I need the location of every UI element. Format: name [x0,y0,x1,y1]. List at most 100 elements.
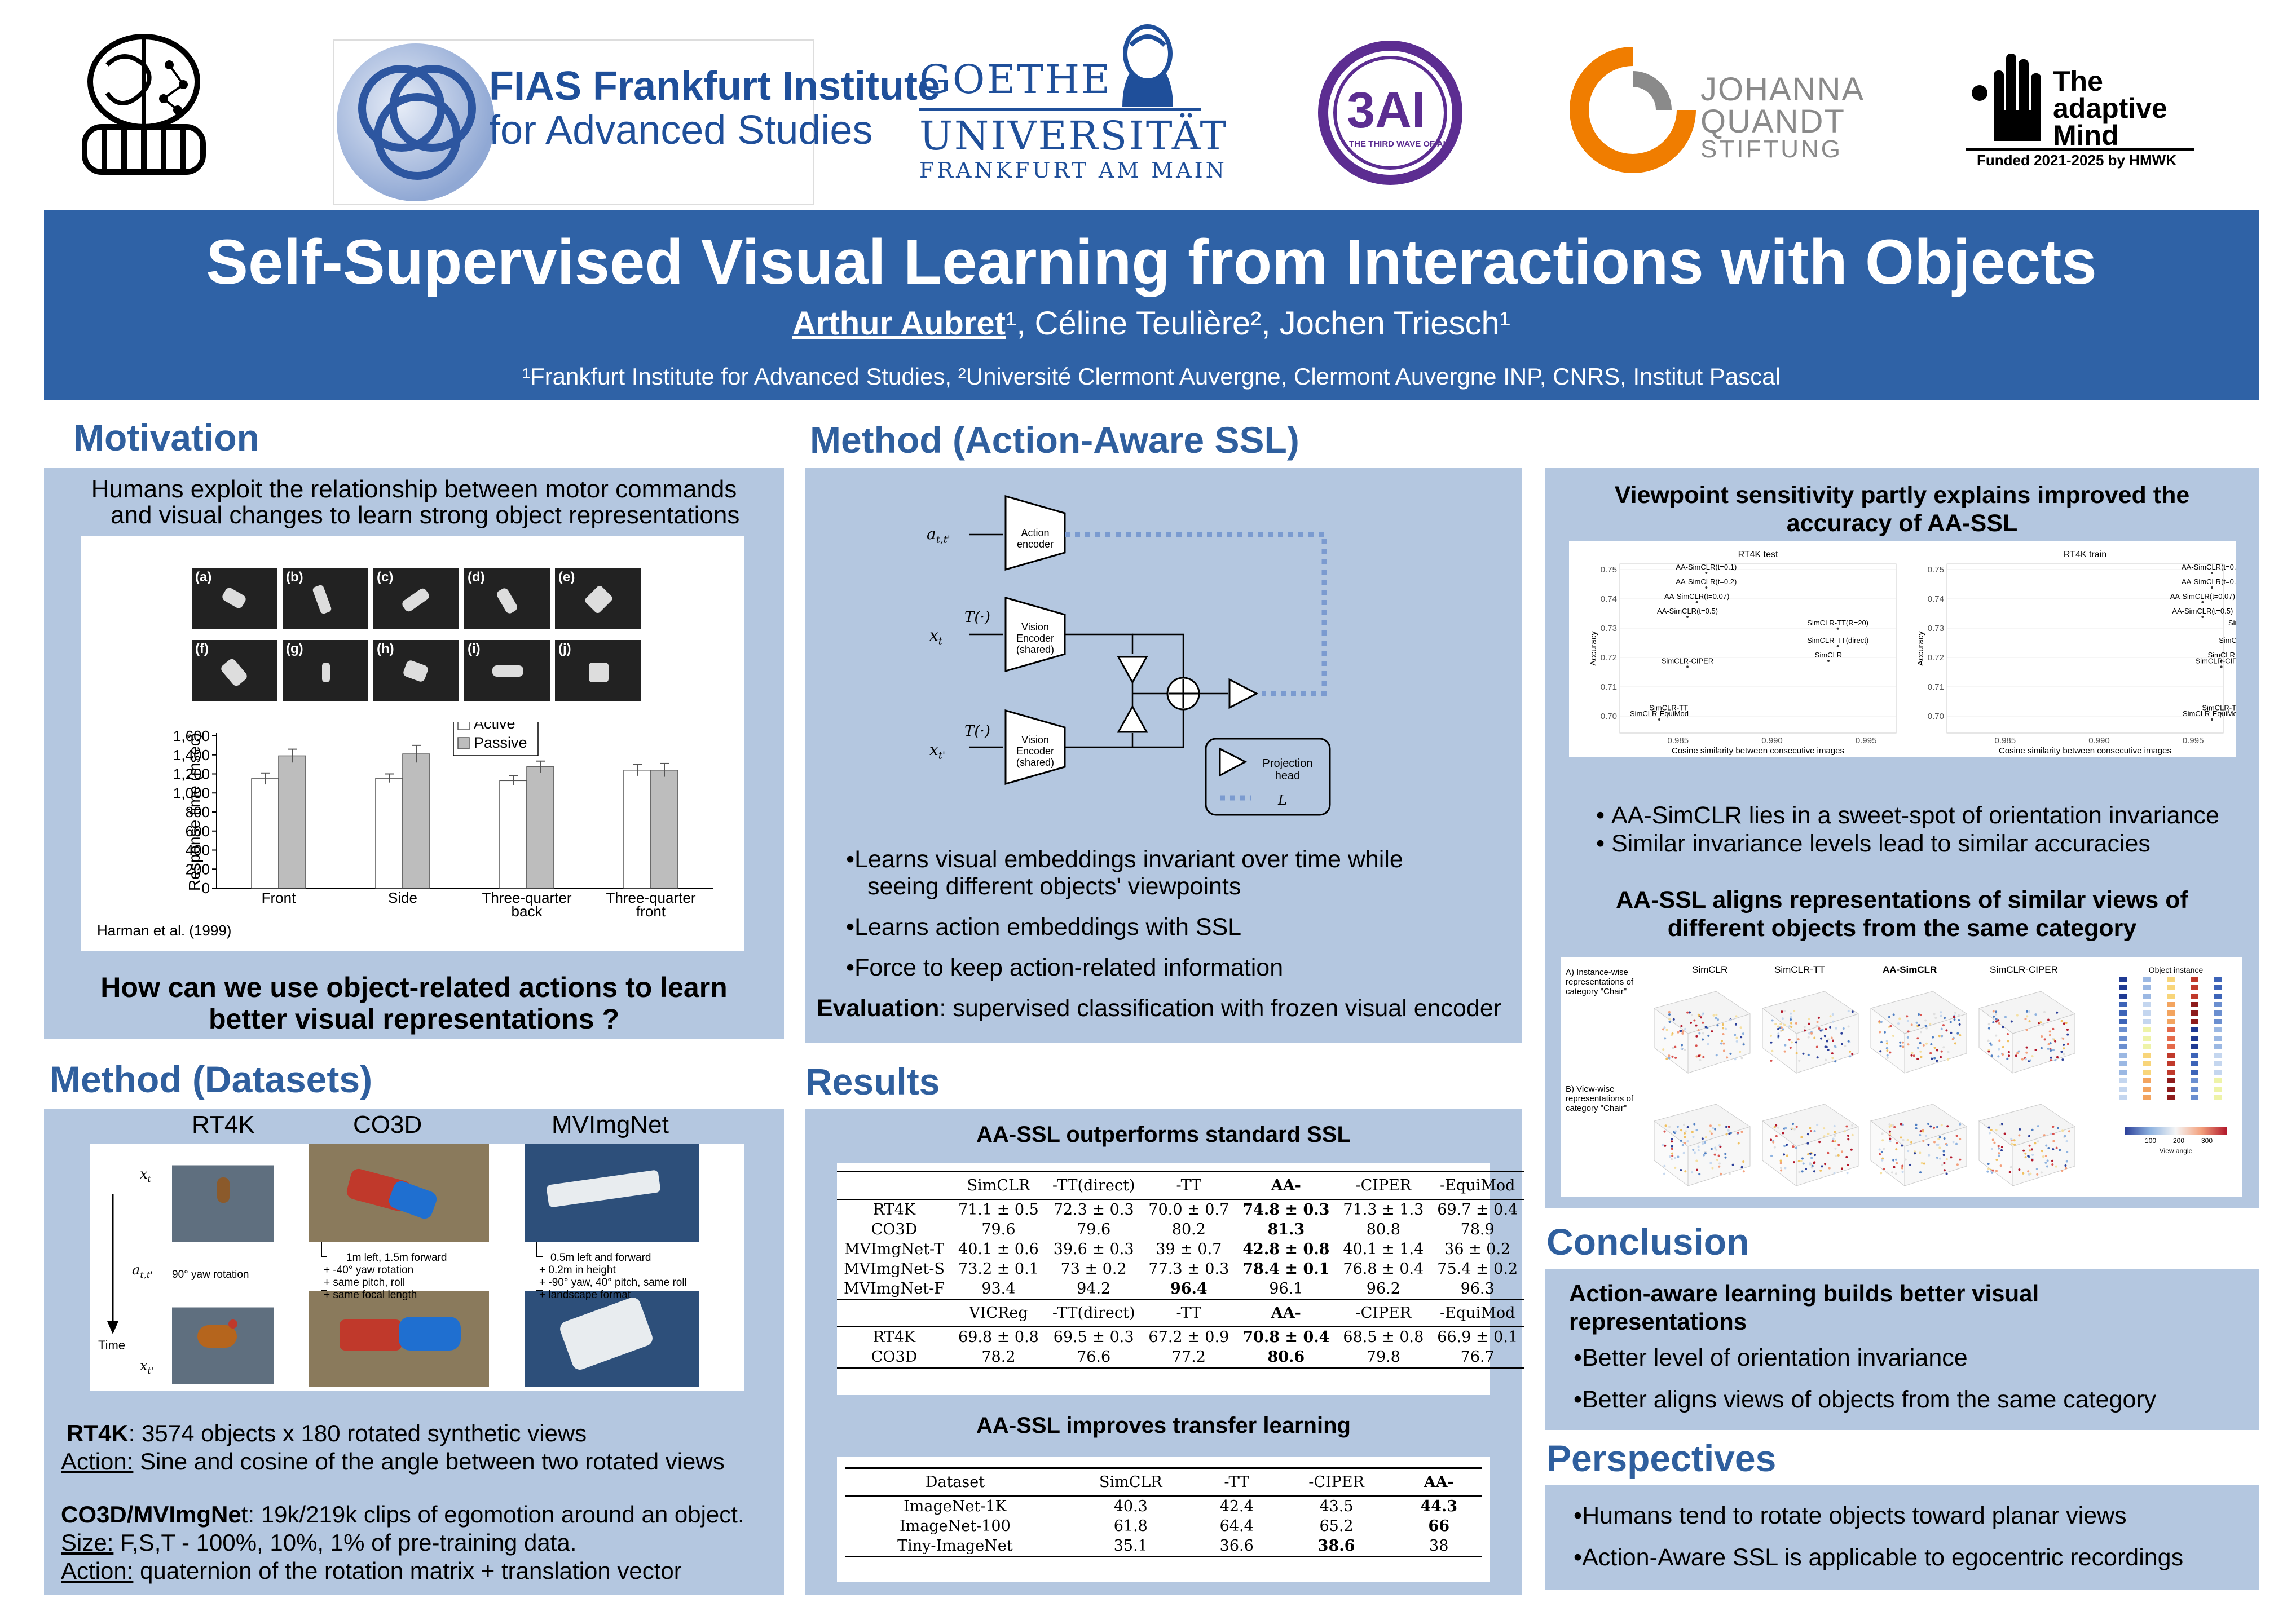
tsne-point [1697,1013,1700,1016]
tsne-point [1997,1145,2000,1148]
table-cell: VICReg [951,1299,1046,1327]
legend-swatch [2214,1027,2222,1032]
tsne-point [1781,1010,1783,1013]
legend-swatch [2191,1019,2198,1024]
perspectives-bullet-2: •Action-Aware SSL is applicable to egoce… [1574,1544,2184,1571]
logo-johanna-quandt: JOHANNA QUANDT STIFTUNG [1568,45,1878,175]
table-cell: 76.6 [1045,1347,1142,1369]
tsne-point [2008,1054,2011,1057]
tsne-point [1731,1163,1734,1166]
tsne-point [1783,1145,1786,1148]
tsne-point [1682,1151,1685,1154]
scatter-point [2211,572,2213,574]
tsne-point [1715,1017,1717,1020]
tsne-point [1807,1153,1810,1155]
tsne-point [1823,1035,1826,1038]
tsne-point [1924,1025,1927,1027]
results-subtitle-2: AA-SSL improves transfer learning [976,1413,1351,1438]
tsne-col-4: SimCLR-CIPER [1990,964,2058,975]
predictor-up-triangle [1117,704,1148,733]
tsne-point [1897,1022,1900,1025]
tsne-point [2000,1149,2003,1151]
tsne-point [1809,1127,1812,1129]
tsne-point [2049,1042,2052,1045]
tsne-point [1843,1130,1846,1133]
tsne-point [1995,1129,1998,1132]
tsne-point [1953,1018,1956,1021]
tsne-point [1823,1135,1826,1138]
tsne-point [1702,1142,1704,1145]
tsne-point [1987,1050,1990,1053]
tsne-point [1878,1021,1881,1024]
tsne-point [2051,1159,2054,1162]
table-cell: SimCLR [1065,1467,1196,1497]
a-label: at,t' [927,524,950,546]
tsne-point [1740,1166,1743,1168]
tsne-point [1808,1022,1810,1025]
tsne-point [2061,1058,2064,1061]
tsne-point [2016,1014,2019,1017]
co3d-desc-text: t: 19k/219k clips of egomotion around an… [241,1501,744,1528]
tsne-point [1940,1027,1943,1030]
tsne-point [1735,1040,1738,1043]
perspectives-bullet-text: Humans tend to rotate objects toward pla… [1582,1502,2127,1529]
tsne-point [1716,1159,1718,1162]
tsne-point [2035,1167,2038,1170]
tsne-point [1722,1033,1725,1036]
tsne-point [2004,1016,2007,1018]
tsne-point [1779,1167,1782,1170]
tsne-point [1702,1056,1705,1058]
tsne-point [2042,1023,2044,1026]
tsne-point [2052,1132,2055,1135]
tsne-point [2041,1035,2043,1038]
conclusion-panel: Action-aware learning builds better visu… [1545,1269,2259,1430]
tsne-point [1919,1130,1922,1133]
tsne-point [1718,1144,1721,1147]
tsne-point [1828,1167,1831,1170]
legend-swatch [2119,1002,2127,1007]
tsne-point [1919,1133,1922,1136]
mv-action-line: + landscape format [539,1289,631,1301]
thumb-j: (j) [555,640,641,701]
tsne-point [2066,1151,2069,1154]
tsne-point [1810,1157,1813,1159]
tsne-point [1808,1032,1811,1035]
tsne-point [2066,1029,2069,1031]
tsne-point [2027,1155,2030,1158]
action-dotted-path [1065,532,1327,696]
tsne-point [1813,1036,1816,1039]
ssl-bullet-text: Learns visual embeddings invariant over … [854,846,1403,873]
size-desc: Size: F,S,T - 100%, 10%, 1% of pre-train… [61,1529,576,1556]
tsne-point [1888,1123,1891,1126]
table-cell: SimCLR [951,1171,1046,1200]
projection-head-label: Projection head [1262,757,1313,782]
tsne-point [1827,1151,1830,1154]
perspectives-panel: •Humans tend to rotate objects toward pl… [1545,1485,2259,1590]
table-cell: AA- [1236,1299,1337,1327]
xtp-sub: t' [147,1365,154,1376]
tsne-point [1945,1172,1948,1175]
tsne-point [1674,1166,1677,1169]
tsne-point [1840,1043,1843,1045]
point-label: AA-SimCLR(t=0.5) [1657,607,1718,615]
tsne-point [1880,1172,1883,1175]
tsne-point [1938,1157,1941,1160]
tsne-point [1801,1170,1804,1173]
tsne-point [1663,1164,1666,1167]
rt4k-action-desc: Action: Sine and cosine of the angle bet… [61,1448,725,1475]
tsne-point [1901,1167,1903,1170]
scatter-point [2201,601,2204,603]
tsne-point [1992,1021,1995,1023]
xt-sub: t [938,635,943,647]
output-head-triangle [1228,678,1259,709]
table-cell: 38.6 [1277,1536,1396,1557]
tsne-point [1912,1054,1915,1057]
y-tick-label: 400 [186,842,210,859]
tsne-point [1986,1170,1989,1173]
tsne-point [1842,1027,1845,1030]
rt4k-action-text: Sine and cosine of the angle between two… [133,1448,725,1475]
tsne-point [2052,1148,2055,1151]
